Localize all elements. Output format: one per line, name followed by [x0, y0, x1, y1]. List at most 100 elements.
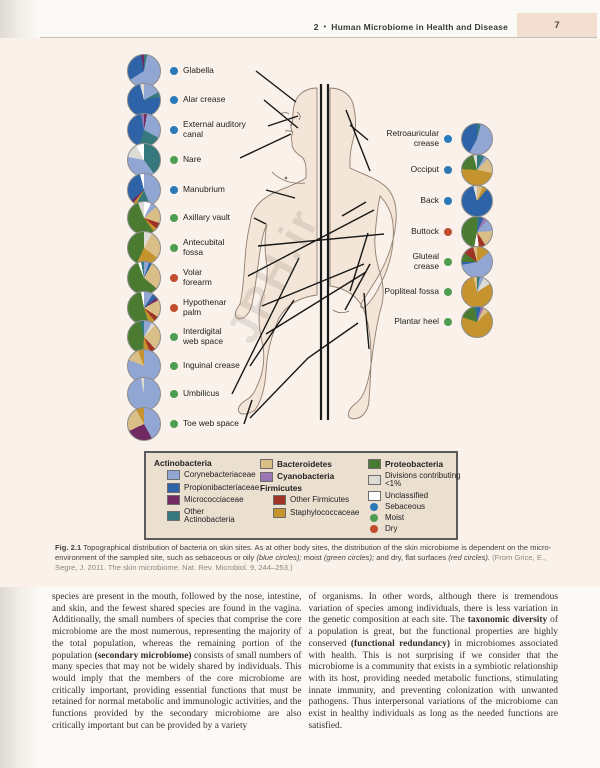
leader-line [363, 292, 370, 350]
text-segment: and dry, flat surfaces [374, 553, 449, 563]
site-label: External auditory canal [183, 119, 246, 139]
human-body-back-half [329, 87, 397, 420]
dry-dot [170, 304, 178, 312]
site-row-buttock: Buttock [411, 216, 493, 248]
pie-chart [127, 54, 161, 88]
legend-item-actinobacteria: Actinobacteria [154, 459, 254, 468]
leader-lines [231, 70, 385, 425]
pie-chart [127, 83, 161, 117]
pie-chart [127, 407, 161, 441]
legend-label: Other Actinobacteria [184, 506, 235, 525]
pie-chart [461, 276, 493, 308]
site-label: Occiput [410, 164, 439, 175]
site-row-retroauricular-crease: Retroauricular crease [386, 123, 493, 155]
site-label: Buttock [411, 226, 439, 237]
legend-label: Unclassified [385, 490, 429, 500]
leader-line [231, 257, 300, 395]
legend-item-firmicutes: Firmicutes [260, 484, 362, 493]
site-row-interdigital-web-space: Interdigital web space [127, 320, 223, 354]
chapter-title: Human Microbiome in Health and Disease [331, 22, 508, 32]
site-row-occiput: Occiput [411, 154, 493, 186]
dry-legend-dot [370, 525, 378, 534]
legend-item-other-firmicutes: Other Firmicutes [273, 495, 362, 506]
site-row-popliteal-fossa: Popliteal fossa [385, 276, 493, 308]
chapter-number: 2 [313, 22, 319, 32]
pie-chart [127, 320, 161, 354]
dry-dot [444, 228, 452, 236]
site-label: Manubrium [183, 184, 225, 195]
sebaceous-dot [170, 126, 178, 134]
leader-line [345, 109, 371, 172]
site-label: Antecubital fossa [183, 237, 225, 257]
pie-chart [461, 306, 493, 338]
leader-line [249, 299, 295, 367]
sebaceous-dot [170, 67, 178, 75]
moist-dot [444, 258, 452, 266]
leader-line [349, 232, 369, 292]
header-separator: • [323, 24, 327, 31]
site-row-nare: Nare [127, 143, 201, 177]
legend-label: Dry [385, 524, 398, 534]
sebaceous-dot [444, 135, 452, 143]
site-row-plantar-heel: Plantar heel [394, 306, 493, 338]
page-number-badge: 7 [517, 13, 597, 37]
pie-chart [461, 216, 493, 248]
site-row-back: Back [420, 185, 493, 217]
legend-label: Cyanobacteria [277, 471, 335, 482]
pie-chart [461, 123, 493, 155]
legend-item-propionibacteriaceae: Propionibacteriaceae [167, 483, 259, 493]
site-row-umbilicus: Umbilicus [127, 377, 219, 411]
pie-chart [461, 246, 493, 278]
legend-label: Proteobacteria [385, 458, 444, 469]
site-label: Popliteal fossa [384, 286, 439, 297]
site-label: Toe web space [183, 418, 239, 429]
legend-swatch [368, 459, 381, 469]
sebaceous-legend-dot [370, 503, 378, 512]
text-segment: taxonomic diversity [467, 615, 548, 626]
legend-item-corynebacteriaceae: Corynebacteriaceae [167, 470, 256, 481]
moist-dot [170, 156, 178, 164]
chest-line [271, 171, 306, 184]
pie-chart [127, 261, 161, 295]
moist-dot [444, 318, 452, 326]
legend-label: Divisions contributing <1% [385, 470, 461, 488]
leader-line [344, 263, 371, 311]
face-mouth-line [284, 130, 294, 133]
leader-line [243, 399, 253, 425]
leader-line [257, 233, 385, 247]
leader-line [341, 201, 367, 217]
legend-item-bacteroidetes: Bacteroidetes [260, 459, 362, 469]
legend-label: Corynebacteriaceae [184, 470, 256, 479]
site-label: Alar crease [183, 94, 226, 105]
sebaceous-dot [170, 96, 178, 104]
text-column-left: species are present in the mouth, follow… [52, 592, 302, 732]
site-label: Interdigital web space [183, 326, 224, 346]
figure-caption: Fig. 2.1 Topographical distribution of b… [55, 543, 558, 573]
site-label: Gluteal crease [412, 251, 439, 271]
site-row-antecubital-fossa: Antecubital fossa [127, 231, 224, 265]
nipple-dot [284, 176, 288, 180]
leader-line [247, 209, 375, 277]
moist-dot [170, 333, 178, 341]
text-segment: of a population is great, but the functi… [308, 615, 559, 649]
legend-label: Other Firmicutes [290, 495, 350, 504]
legend-item-dry: Dry [368, 524, 462, 534]
ear-line [296, 111, 301, 121]
text-segment: (From Grice, E., Segre, J. 2011. The ski… [55, 553, 547, 573]
legend-label: Micrococciaceae [184, 495, 244, 504]
leader-line [267, 115, 299, 127]
text-column-right: of organisms. In other words, although t… [309, 592, 559, 732]
legend-swatch [167, 495, 180, 506]
pie-chart [461, 185, 493, 217]
legend-item-unclassified: Unclassified [368, 491, 462, 501]
pie-chart [127, 113, 161, 147]
site-label: Retroauricular crease [386, 128, 439, 148]
site-label: Nare [183, 154, 202, 165]
site-label: Volar forearm [183, 267, 212, 287]
legend-item-sebaceous: Sebaceous [368, 502, 462, 512]
site-label: Umbilicus [183, 388, 220, 399]
text-segment: in microbiomes associated with health. T… [308, 638, 559, 731]
